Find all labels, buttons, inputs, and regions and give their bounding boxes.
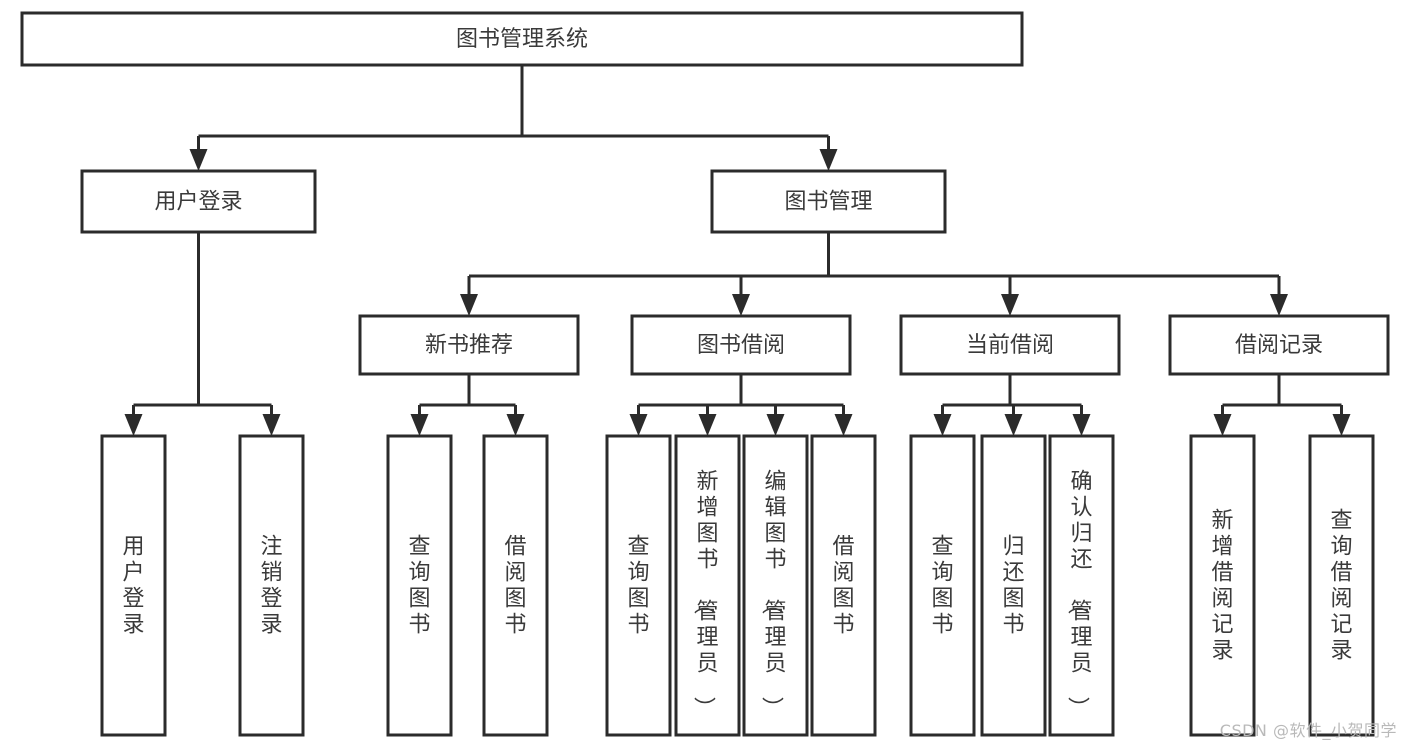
node-label: 确认归还（管理员） (1064, 470, 1092, 719)
connector-group-user-login (124, 232, 281, 436)
arrow-head-icon (1270, 294, 1288, 316)
node-box[interactable] (710, 169, 947, 234)
node-leaf-return-book[interactable]: 归还图书 (980, 434, 1047, 737)
connector-group-current-borrow (933, 374, 1091, 436)
node-label: 借阅图书 (832, 535, 854, 638)
node-new-book-recommend[interactable]: 新书推荐 (358, 314, 580, 376)
node-leaf-confirm-return[interactable]: 确认归还（管理员） (1048, 434, 1115, 737)
node-leaf-add-book[interactable]: 新增图书（管理员） (674, 434, 741, 737)
node-label: 查询借阅记录 (1330, 509, 1352, 664)
arrow-head-icon (698, 414, 717, 436)
node-box[interactable] (909, 434, 976, 737)
node-label: 查询图书 (931, 535, 953, 638)
node-label: 注销登录 (260, 535, 282, 638)
arrow-head-icon (262, 414, 281, 436)
arrow-head-icon (410, 414, 429, 436)
node-box[interactable] (742, 434, 809, 737)
connector-group-book-manage (460, 232, 1288, 316)
node-box[interactable] (100, 434, 167, 737)
connector-group-root (189, 65, 838, 171)
node-label: 图书管理系统 (456, 27, 588, 52)
node-leaf-query-book-1[interactable]: 查询图书 (386, 434, 453, 737)
connector-group-borrow-record (1213, 374, 1351, 436)
node-leaf-add-record[interactable]: 新增借阅记录 (1189, 434, 1256, 737)
node-label: 图书借阅 (697, 333, 785, 358)
node-leaf-query-record[interactable]: 查询借阅记录 (1308, 434, 1375, 737)
node-label: 借阅记录 (1235, 333, 1323, 358)
node-label: 新增图书（管理员） (690, 470, 718, 719)
arrow-head-icon (1004, 414, 1023, 436)
node-box[interactable] (630, 314, 852, 376)
connector-layer (124, 65, 1351, 436)
node-leaf-borrow-book-1[interactable]: 借阅图书 (482, 434, 549, 737)
connector-group-new-book-recommend (410, 374, 525, 436)
node-label: 用户登录 (154, 190, 242, 215)
node-box[interactable] (899, 314, 1121, 376)
node-book-borrow[interactable]: 图书借阅 (630, 314, 852, 376)
node-label: 新书推荐 (425, 333, 513, 358)
node-label: 当前借阅 (966, 333, 1054, 358)
arrow-head-icon (933, 414, 952, 436)
node-leaf-edit-book[interactable]: 编辑图书（管理员） (742, 434, 809, 737)
arrow-head-icon (629, 414, 648, 436)
node-box[interactable] (386, 434, 453, 737)
node-box[interactable] (1189, 434, 1256, 737)
node-leaf-borrow-book-2[interactable]: 借阅图书 (810, 434, 877, 737)
node-label: 编辑图书（管理员） (758, 470, 786, 719)
arrow-head-icon (189, 149, 208, 171)
node-box[interactable] (482, 434, 549, 737)
node-label: 查询图书 (627, 535, 649, 638)
arrow-head-icon (460, 294, 478, 316)
node-label: 查询图书 (408, 535, 430, 638)
node-label: 新增借阅记录 (1211, 509, 1233, 664)
node-label: 归还图书 (1002, 535, 1024, 638)
arrow-head-icon (1072, 414, 1091, 436)
node-box[interactable] (358, 314, 580, 376)
arrow-head-icon (1332, 414, 1351, 436)
node-box[interactable] (810, 434, 877, 737)
node-label: 用户登录 (122, 535, 144, 638)
node-box[interactable] (674, 434, 741, 737)
node-leaf-logout-login[interactable]: 注销登录 (238, 434, 305, 737)
node-book-manage[interactable]: 图书管理 (710, 169, 947, 234)
arrow-head-icon (732, 294, 750, 316)
arrow-head-icon (819, 149, 838, 171)
arrow-head-icon (124, 414, 143, 436)
node-box[interactable] (1048, 434, 1115, 737)
arrow-head-icon (1001, 294, 1019, 316)
arrow-head-icon (1213, 414, 1232, 436)
node-leaf-user-login[interactable]: 用户登录 (100, 434, 167, 737)
node-label: 借阅图书 (504, 535, 526, 638)
node-user-login[interactable]: 用户登录 (80, 169, 317, 234)
node-layer: 图书管理系统用户登录图书管理新书推荐图书借阅当前借阅借阅记录用户登录注销登录查询… (20, 11, 1390, 737)
arrow-head-icon (834, 414, 853, 436)
node-box[interactable] (980, 434, 1047, 737)
node-box[interactable] (1308, 434, 1375, 737)
arrow-head-icon (506, 414, 525, 436)
connector-group-book-borrow (629, 374, 853, 436)
node-box[interactable] (605, 434, 672, 737)
node-leaf-query-book-2[interactable]: 查询图书 (605, 434, 672, 737)
node-borrow-record[interactable]: 借阅记录 (1168, 314, 1390, 376)
node-current-borrow[interactable]: 当前借阅 (899, 314, 1121, 376)
node-box[interactable] (1168, 314, 1390, 376)
node-label: 图书管理 (784, 190, 872, 215)
arrow-head-icon (766, 414, 785, 436)
node-leaf-query-book-3[interactable]: 查询图书 (909, 434, 976, 737)
node-root[interactable]: 图书管理系统 (20, 11, 1024, 67)
node-box[interactable] (238, 434, 305, 737)
node-box[interactable] (20, 11, 1024, 67)
node-box[interactable] (80, 169, 317, 234)
